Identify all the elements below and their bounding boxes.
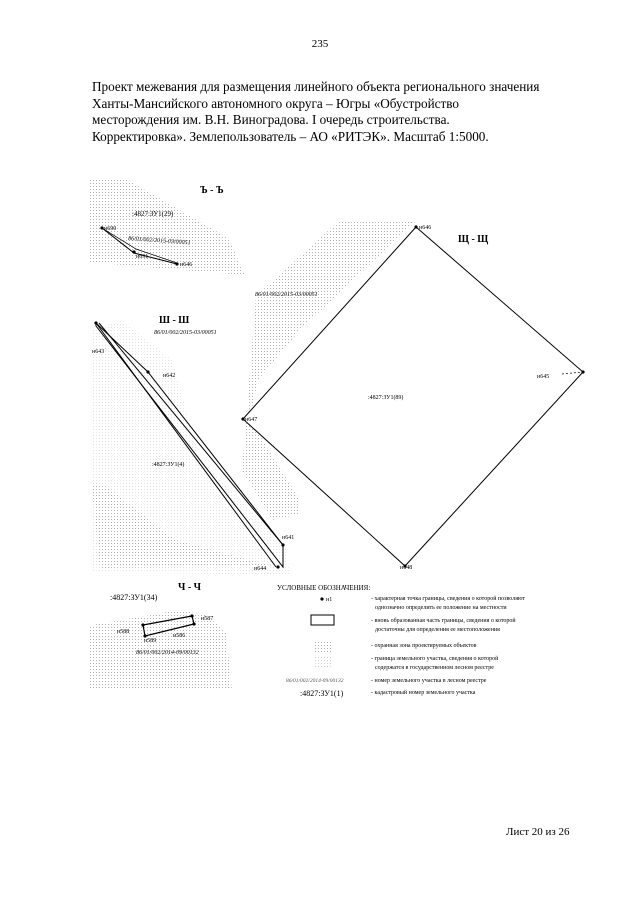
- legend-text: - характерная точка границы, сведения о …: [371, 595, 525, 602]
- boundary-point-icon: [320, 597, 324, 601]
- fragment-title: Ъ - Ъ: [200, 185, 224, 196]
- sheet-number: Лист 20 из 26: [506, 826, 570, 838]
- boundary-point: [403, 564, 407, 568]
- boundary-line: [95, 322, 277, 568]
- point-label: н588: [117, 629, 129, 635]
- plot-number: :4827:ЗУ1(89): [368, 394, 403, 401]
- fragment-shcha: Щ - Щ :4827:ЗУ1(89) 86/01/002/2015-03/00…: [241, 220, 585, 571]
- forest-area-hatch: [88, 180, 245, 275]
- point-label: н587: [201, 616, 213, 622]
- title-line: Ханты-Мансийского автономного округа – Ю…: [92, 95, 459, 111]
- legend-title: УСЛОВНЫЕ ОБОЗНАЧЕНИЯ:: [277, 584, 370, 592]
- title-line: Проект межевания для размещения линейног…: [92, 79, 540, 94]
- point-label: н589: [144, 638, 156, 644]
- plot-number: :4827:ЗУ1(29): [132, 210, 174, 218]
- point-label: н648: [400, 565, 412, 571]
- legend-text: содержатся в государственном лесном реес…: [375, 665, 494, 671]
- boundary-point: [281, 543, 285, 547]
- legend-text: - вновь образованная часть границы, свед…: [371, 617, 516, 624]
- boundary-point: [141, 623, 145, 627]
- title-line: Корректировка». Землепользователь – АО «…: [92, 128, 489, 144]
- boundary-point: [581, 370, 585, 374]
- point-label: н647: [245, 417, 257, 423]
- fragment-title: Щ - Щ: [458, 234, 488, 245]
- fragment-che: Ч - Ч :4827:ЗУ1(34) 86/01/002/2014-09/00…: [88, 582, 232, 690]
- forest-number: 86/01/002/2014-09/00132: [136, 649, 199, 656]
- forest-number: 86/01/002/2015-03/00051: [128, 236, 191, 246]
- title-line: месторождения им. В.Н. Виноградова. I оч…: [92, 112, 450, 127]
- boundary-point: [132, 250, 136, 254]
- legend-text: - охранная зона проектируемых объектов: [371, 642, 477, 649]
- forest-area-hatch: [92, 485, 272, 568]
- boundary-point: [190, 614, 194, 618]
- legend-text: - кадастровый номер земельного участка: [371, 689, 476, 696]
- boundary-line: [101, 227, 178, 264]
- boundary-point: [192, 622, 196, 626]
- point-label: н646: [180, 262, 192, 268]
- legend-text: однозначно определить ее положение на ме…: [375, 605, 507, 611]
- boundary-point: [94, 321, 98, 325]
- point-label: н646: [419, 225, 431, 231]
- point-label: н644: [254, 566, 266, 572]
- forest-number: 86/01/002/2015-03/00051: [154, 330, 217, 336]
- legend-text: достаточны для определения ее местополож…: [375, 627, 500, 633]
- forest-register-boundary-icon: [313, 657, 333, 668]
- boundary-line: [98, 322, 284, 546]
- legend-text: - граница земельного участка, сведения о…: [371, 655, 499, 662]
- boundary-point: [241, 417, 245, 421]
- point-label: н642: [163, 373, 175, 379]
- point-label: н645: [537, 374, 549, 380]
- boundary-point: [100, 226, 104, 230]
- new-boundary-icon: [310, 614, 335, 626]
- legend-symbol: 86/01/002/2014-09/00132: [286, 677, 344, 684]
- legend-symbol: н1: [326, 597, 332, 603]
- point-label: н641: [282, 535, 294, 541]
- document-title: Проект межевания для размещения линейног…: [92, 79, 612, 145]
- page-number: 235: [311, 38, 329, 50]
- boundary-line: [561, 371, 584, 375]
- forest-area-hatch: [92, 320, 290, 575]
- fragment-hard-sign: Ъ - Ъ :4827:ЗУ1(29) 86/01/002/2015-03/00…: [88, 180, 245, 275]
- boundary-point: [146, 370, 150, 374]
- point-label: н691: [136, 254, 148, 260]
- boundary-point: [414, 225, 418, 229]
- forest-number: 86/01/002/2015-03/00051: [255, 292, 318, 298]
- legend-symbol: :4827:ЗУ1(1): [300, 689, 344, 698]
- point-label: н690: [104, 226, 116, 232]
- legend: УСЛОВНЫЕ ОБОЗНАЧЕНИЯ: н1 - характерная т…: [277, 584, 525, 698]
- forest-area-hatch: [88, 610, 232, 690]
- point-label: н643: [92, 349, 104, 355]
- point-label: н586: [173, 633, 185, 639]
- boundary-point: [143, 634, 147, 638]
- fragment-sha: Ш - Ш :4827:ЗУ1(4) 86/01/002/2015-03/000…: [92, 315, 294, 575]
- plot-number: :4827:ЗУ1(4): [152, 461, 184, 468]
- boundary-point: [175, 262, 179, 266]
- legend-text: - номер земельного участка в лесном реес…: [371, 678, 487, 684]
- boundary-polygon: [95, 321, 284, 569]
- boundary-point: [276, 565, 280, 569]
- forest-area-hatch: [242, 220, 415, 520]
- protection-zone-icon: [313, 641, 333, 652]
- fragment-title: Ч - Ч: [178, 582, 202, 593]
- plot-number: :4827:ЗУ1(34): [110, 593, 158, 602]
- fragment-title: Ш - Ш: [159, 315, 189, 326]
